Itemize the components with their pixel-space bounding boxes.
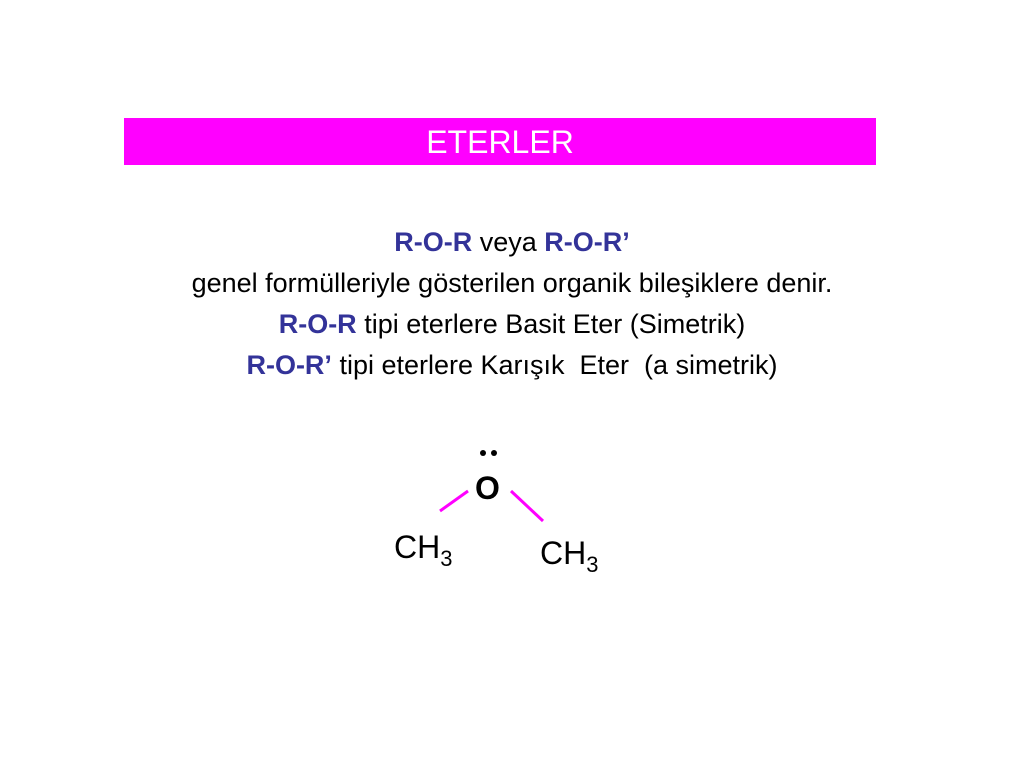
definition-line-4: R-O-R’ tipi eterlere Karışık Eter (a sim… [0,345,1024,386]
definition-line-1: R-O-R veya R-O-R’ [0,222,1024,263]
formula-mixed-ether: R-O-R’ [246,350,332,380]
definition-line-3: R-O-R tipi eterlere Basit Eter (Simetrik… [0,304,1024,345]
methyl-base: CH [394,529,441,565]
formula-symmetric: R-O-R [394,227,473,257]
lone-pair-electrons [480,450,498,458]
bond-left [439,489,469,513]
electron-dot [491,450,497,456]
bond-right [509,489,545,523]
methyl-subscript: 3 [440,546,453,571]
oxygen-atom: O [475,470,500,506]
methyl-subscript: 3 [586,552,599,577]
electron-dot [480,450,486,456]
simple-ether-description: tipi eterlere Basit Eter (Simetrik) [356,309,746,339]
formula-simple-ether: R-O-R [278,309,357,339]
definition-line-2: genel formülleriyle gösterilen organik b… [191,268,833,298]
methyl-group-right: CH3 [540,535,598,576]
definition-text: R-O-R veya R-O-R’ genel formülleriyle gö… [0,222,1024,386]
connector-text: veya [472,227,545,257]
title-banner: ETERLER [124,118,876,165]
methyl-group-left: CH3 [394,529,452,570]
slide-title: ETERLER [426,123,574,160]
mixed-ether-description: tipi eterlere Karışık Eter (a simetrik) [331,350,778,380]
methyl-base: CH [540,535,587,571]
formula-asymmetric: R-O-R’ [544,227,630,257]
